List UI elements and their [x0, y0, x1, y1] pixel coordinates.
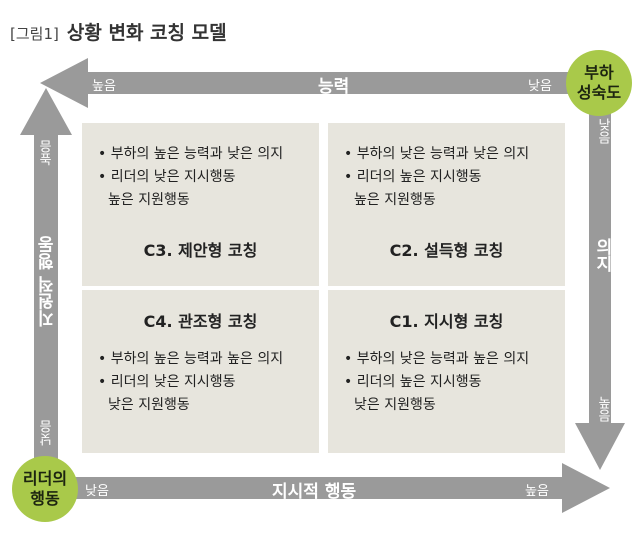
- quadrant-c1-line3: 낮은 지원행동: [354, 397, 436, 413]
- quadrant-c1-title: C1. 지시형 코칭: [389, 312, 504, 331]
- subordinate-maturity-circle: 부하 성숙도: [566, 50, 632, 116]
- quadrant-c1-line2: 리더의 높은 지시행동: [344, 371, 529, 394]
- quadrant-c2-line3: 높은 지원행동: [354, 192, 436, 208]
- bottom-axis-label: 지시적 행동: [272, 482, 357, 502]
- quadrant-c2-line1: 부하의 낮은 능력과 낮은 의지: [344, 143, 529, 166]
- quadrant-c4-line1: 부하의 높은 능력과 높은 의지: [98, 348, 283, 371]
- right-axis-top-label: 낮음: [595, 118, 610, 144]
- quadrant-c3-bullets: 부하의 높은 능력과 낮은 의지 리더의 낮은 지시행동 높은 지원행동: [98, 143, 283, 212]
- quadrant-c2-title: C2. 설득형 코칭: [389, 241, 504, 260]
- top-axis-arrow: [40, 58, 575, 108]
- top-axis-right-label: 낮음: [528, 79, 552, 94]
- figure-title: [그림1] 상황 변화 코칭 모델: [10, 18, 227, 45]
- bottom-axis-right-label: 높음: [525, 484, 549, 499]
- circle-top-right-line1: 부하: [584, 63, 614, 82]
- quadrant-c3-title: C3. 제안형 코칭: [143, 241, 258, 260]
- quadrant-c2: 부하의 낮은 능력과 낮은 의지 리더의 높은 지시행동 높은 지원행동 C2.…: [328, 123, 565, 286]
- quadrant-c3: 부하의 높은 능력과 낮은 의지 리더의 낮은 지시행동 높은 지원행동 C3.…: [82, 123, 319, 286]
- figure-title-text: 상황 변화 코칭 모델: [66, 22, 227, 44]
- figure-label: [그림1]: [10, 25, 59, 43]
- circle-top-right-line2: 성숙도: [576, 83, 622, 102]
- bottom-axis-arrow: [70, 463, 610, 513]
- quadrant-c4-bullets: 부하의 높은 능력과 높은 의지 리더의 낮은 지시행동 낮은 지원행동: [98, 348, 283, 417]
- top-axis-label: 능력: [318, 77, 350, 97]
- quadrant-c2-line2: 리더의 높은 지시행동: [344, 166, 529, 189]
- quadrant-c1-line1: 부하의 낮은 능력과 높은 의지: [344, 348, 529, 371]
- left-axis-top-label: 높음: [40, 140, 55, 166]
- quadrant-c3-line3: 높은 지원행동: [108, 192, 190, 208]
- right-axis-arrow: [575, 105, 625, 470]
- bottom-axis-left-label: 낮음: [85, 484, 109, 499]
- right-axis-label: 의지: [592, 238, 612, 272]
- circle-bottom-left-line1: 리더의: [22, 469, 68, 488]
- quadrant-c4-line3: 낮은 지원행동: [108, 397, 190, 413]
- left-axis-label: 지원적 행동: [38, 236, 58, 327]
- quadrant-c4: C4. 관조형 코칭 부하의 높은 능력과 높은 의지 리더의 낮은 지시행동 …: [82, 290, 319, 453]
- quadrant-c1: C1. 지시형 코칭 부하의 낮은 능력과 높은 의지 리더의 높은 지시행동 …: [328, 290, 565, 453]
- circle-bottom-left-line2: 행동: [30, 489, 60, 508]
- quadrant-c3-line2: 리더의 낮은 지시행동: [98, 166, 283, 189]
- quadrant-c4-line2: 리더의 낮은 지시행동: [98, 371, 283, 394]
- top-axis-left-label: 높음: [92, 79, 116, 94]
- right-axis-bottom-label: 높음: [595, 396, 610, 422]
- quadrant-c2-bullets: 부하의 낮은 능력과 낮은 의지 리더의 높은 지시행동 높은 지원행동: [344, 143, 529, 212]
- quadrant-c1-bullets: 부하의 낮은 능력과 높은 의지 리더의 높은 지시행동 낮은 지원행동: [344, 348, 529, 417]
- quadrant-c3-line1: 부하의 높은 능력과 낮은 의지: [98, 143, 283, 166]
- leader-behavior-circle: 리더의 행동: [12, 456, 78, 522]
- quadrant-c4-title: C4. 관조형 코칭: [143, 312, 258, 331]
- left-axis-bottom-label: 낮음: [40, 420, 55, 446]
- left-axis-arrow: [20, 88, 72, 470]
